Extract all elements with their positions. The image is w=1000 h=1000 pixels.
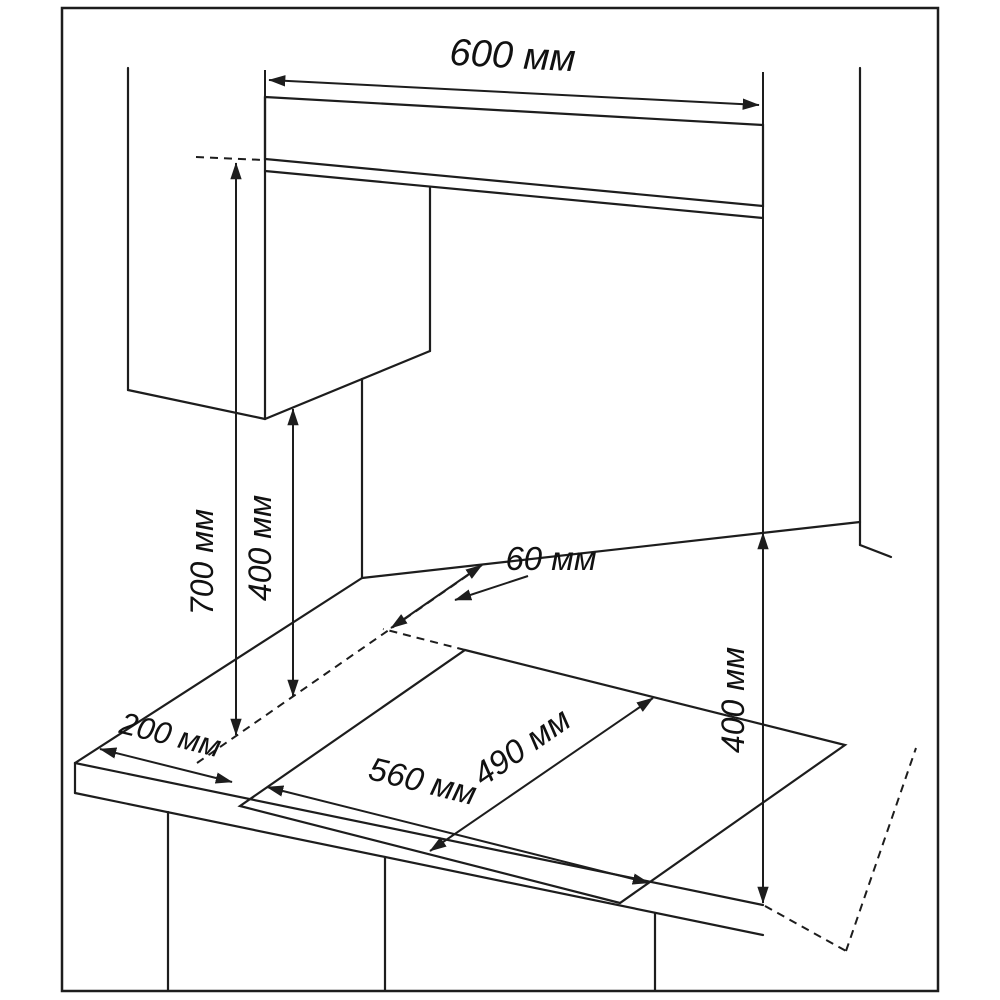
right-clearance-label: 400 мм	[715, 647, 751, 753]
wall-cabinet-bottom-side	[263, 349, 432, 421]
side-clearance-label: 200 мм	[115, 705, 224, 764]
hob-cutout	[237, 648, 848, 905]
drawing-border	[60, 6, 940, 993]
rear-gap-leader-arrow	[454, 575, 529, 601]
hood-width-label: 600 мм	[449, 32, 577, 81]
hood-clearance-label: 700 мм	[184, 509, 220, 615]
cutout-back-edge-extension-dashed	[382, 628, 466, 651]
counter-surface-trace-dashed	[196, 563, 485, 764]
countertop-left-edge	[73, 576, 364, 765]
hood-width-arrow	[268, 75, 760, 110]
wall-cabinet-bottom-front	[126, 388, 267, 421]
rear-gap-label: 60 мм	[505, 540, 596, 577]
cooker-hood-panel	[263, 95, 765, 208]
countertop-front-bottom-edge	[73, 791, 765, 937]
right-wall-panel-bottom	[858, 543, 893, 559]
cooker-hood-bottom-lip	[263, 169, 765, 220]
cutout-depth-arrow	[429, 697, 654, 852]
countertop-wall-junction	[360, 520, 862, 580]
side-clearance-arrow	[99, 747, 233, 784]
cutout-depth-label: 490 мм	[466, 700, 577, 793]
hidden-corner-edge-2	[845, 747, 917, 952]
cabinet-clearance-label: 400 мм	[242, 495, 278, 601]
hidden-corner-edge-1	[764, 905, 847, 952]
cutout-width-label: 560 мм	[365, 750, 480, 812]
rear-gap-arrow	[390, 564, 483, 629]
hood-level-extension-dashed	[195, 156, 265, 161]
